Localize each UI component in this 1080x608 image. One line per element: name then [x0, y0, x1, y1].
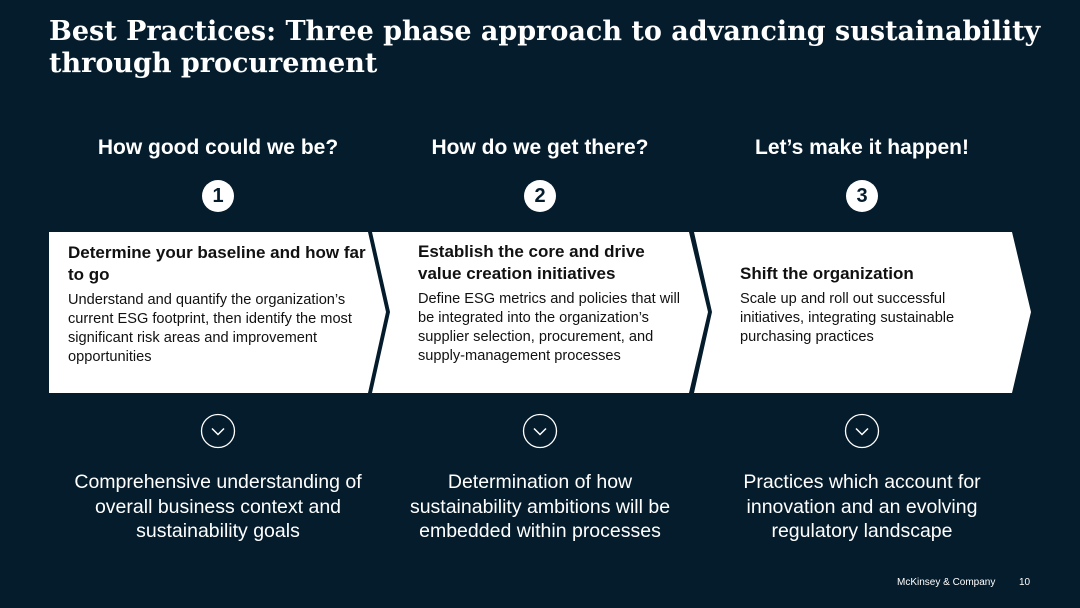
chevron-down-circle-icon [522, 413, 558, 449]
slide-title: Best Practices: Three phase approach to … [49, 16, 1041, 79]
phase-1-card: Determine your baseline and how far to g… [68, 242, 366, 367]
phase-2-chevron [372, 232, 708, 393]
phase-3-card-body: Scale up and roll out successful initiat… [740, 291, 955, 345]
phase-2-card-title: Establish the core and drive value creat… [418, 242, 645, 283]
chevron-down-circle-icon [844, 413, 880, 449]
phase-1-outcome: Comprehensive understanding of overall b… [74, 471, 362, 542]
phase-1-heading: How good could we be? [97, 136, 339, 159]
footer-brand: McKinsey & Company [897, 577, 996, 588]
phase-2-heading: How do we get there? [431, 136, 649, 159]
phase-1-number-badge: 1 [202, 180, 234, 212]
phase-2-outcome: Determination of how sustainability ambi… [409, 471, 671, 542]
phase-3-outcome: Practices which account for innovation a… [743, 471, 981, 542]
phase-3-card: Shift the organization Scale up and roll… [740, 263, 1002, 347]
phase-1-card-title: Determine your baseline and how far to g… [68, 243, 366, 284]
phase-3-chevron [694, 232, 1031, 393]
page-number: 10 [1019, 577, 1031, 588]
phase-1-card-body: Understand and quantify the organization… [68, 292, 352, 365]
phase-1-chevron [49, 232, 386, 393]
phase-2-card: Establish the core and drive value creat… [418, 241, 684, 366]
phase-3-heading: Let’s make it happen! [755, 136, 969, 159]
phase-3-card-title: Shift the organization [740, 264, 914, 283]
phase-2-number-badge: 2 [524, 180, 556, 212]
chevron-down-circle-icon [200, 413, 236, 449]
phase-2-card-body: Define ESG metrics and policies that wil… [418, 291, 680, 364]
phase-3-number-badge: 3 [846, 180, 878, 212]
